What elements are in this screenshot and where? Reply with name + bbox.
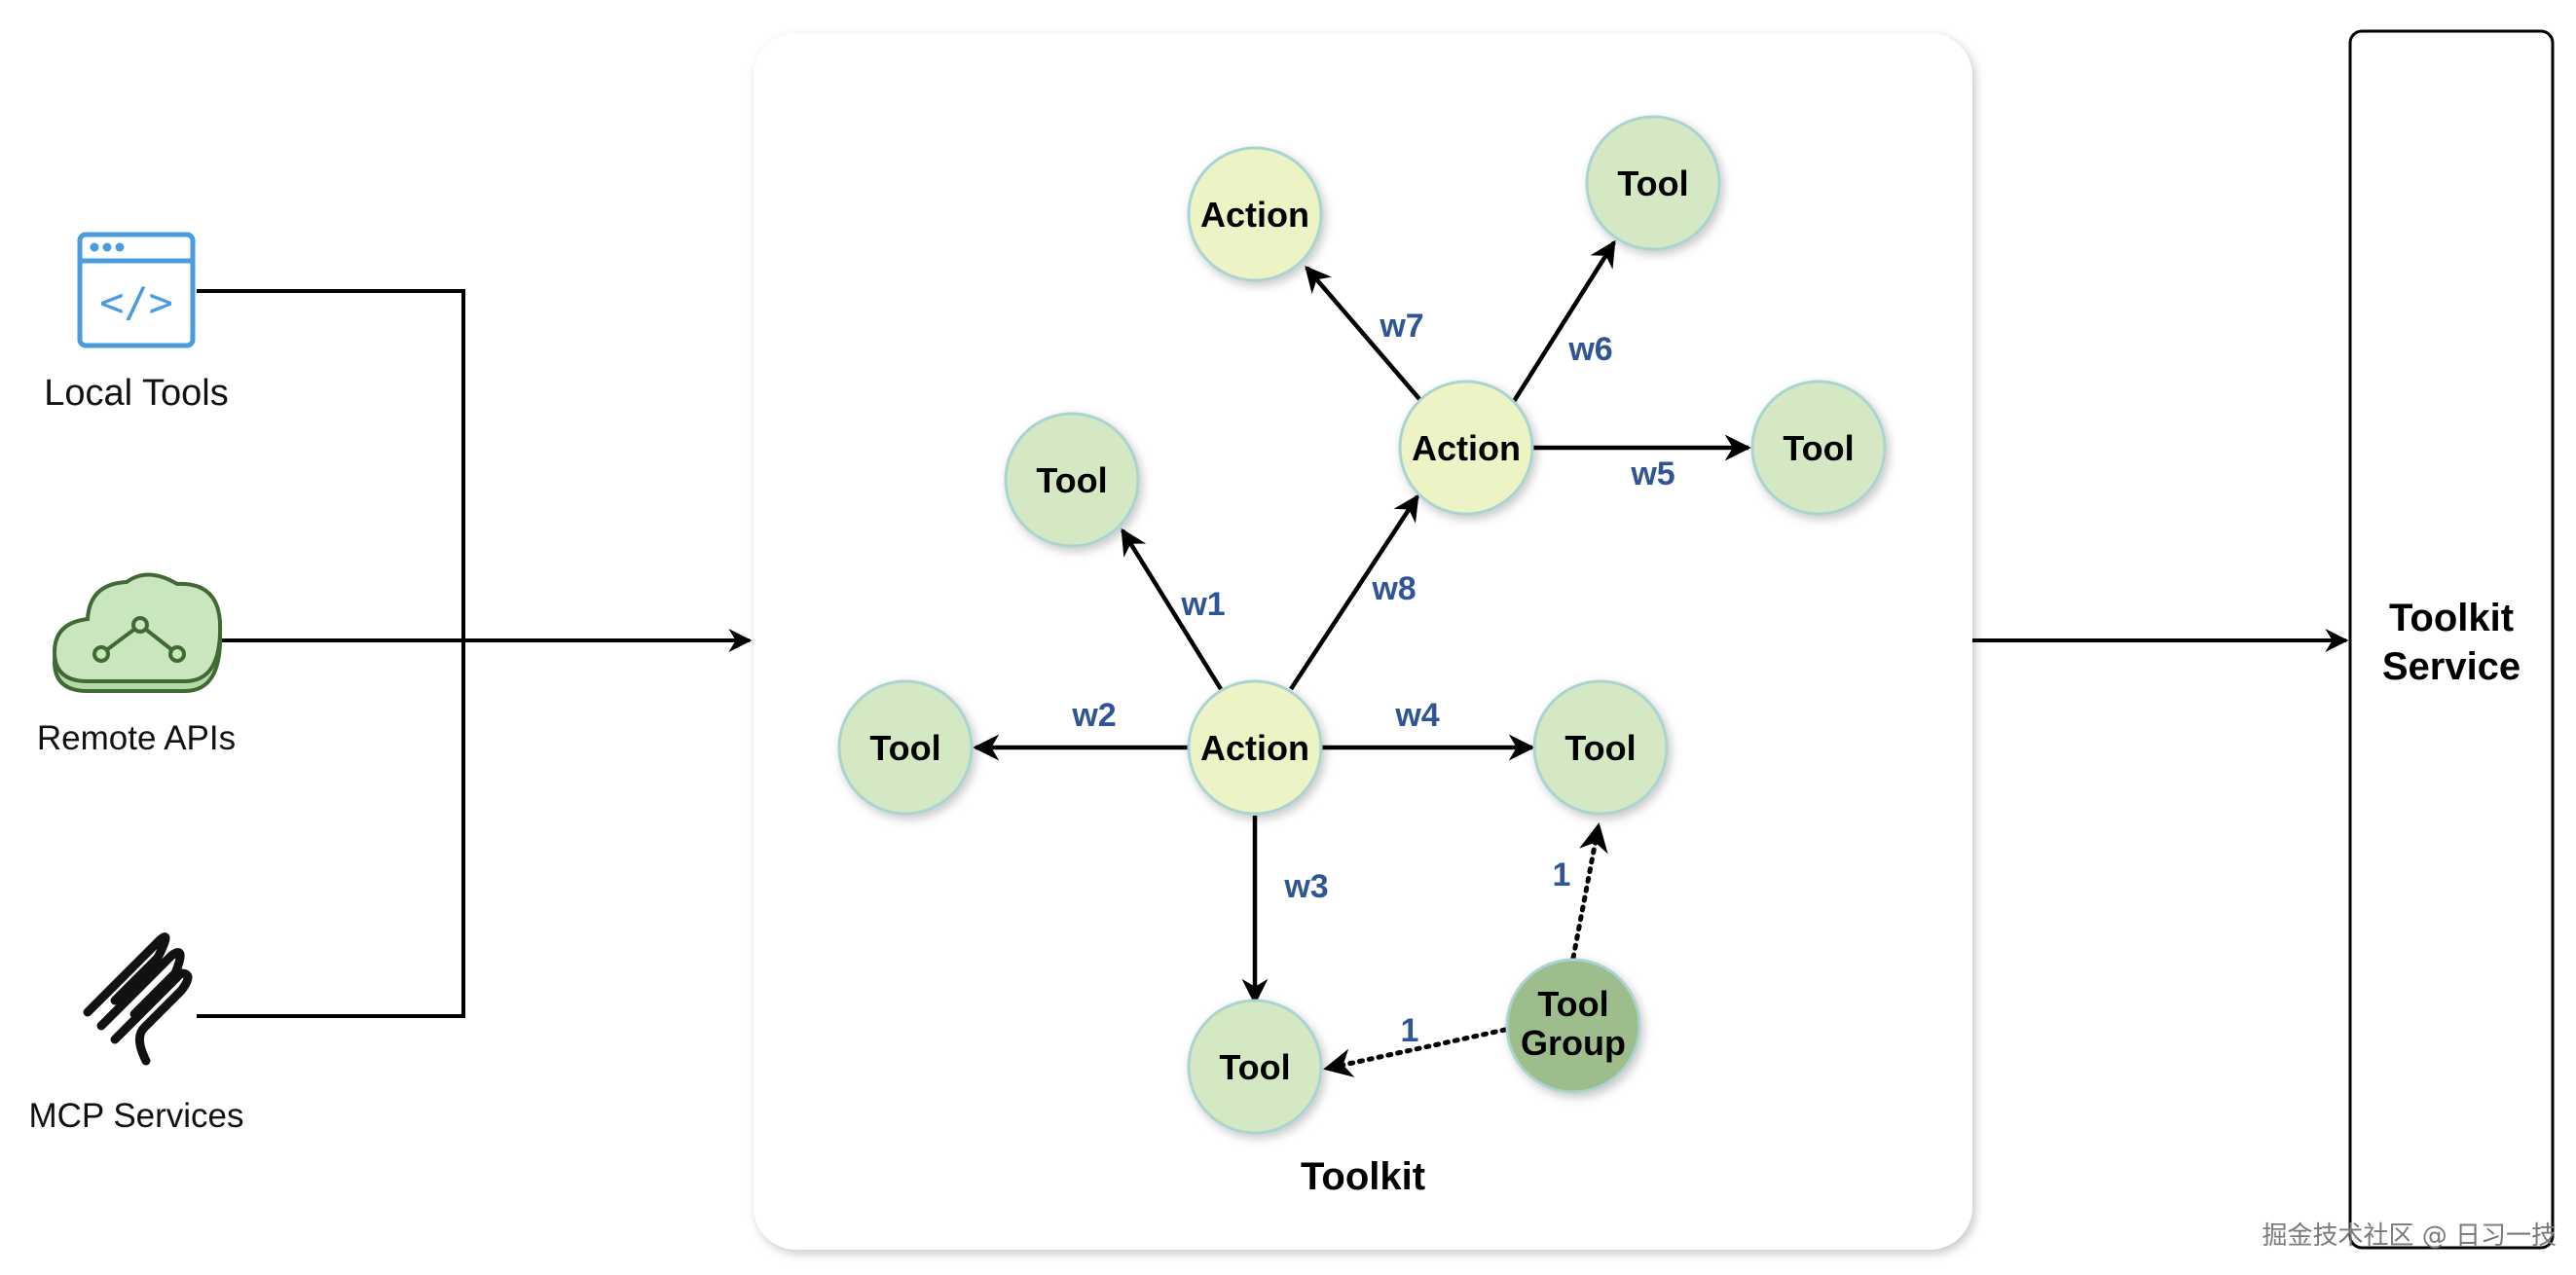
node-label-action-top: Action [1200, 195, 1309, 235]
edge-label-w6: w6 [1567, 331, 1612, 368]
node-tool-far-right [1750, 380, 1887, 516]
node-label-tool-left: Tool [869, 728, 940, 768]
node-label-tool-right: Tool [1564, 728, 1636, 768]
edge-label-w7: w7 [1379, 308, 1423, 345]
cloud-icon [52, 572, 223, 693]
node-label-tool-upper-left: Tool [1036, 460, 1107, 500]
code-window-icon: </> [77, 232, 196, 348]
source-label-remote-apis: Remote APIs [37, 719, 236, 757]
edge-w1 [1121, 528, 1223, 691]
node-label-tool-top-right: Tool [1617, 164, 1688, 203]
node-label-tool-far-right: Tool [1783, 428, 1854, 468]
edge-w8 [1289, 493, 1419, 691]
edge-label-group-bottom: 1 [1401, 1012, 1419, 1049]
node-tool-top-right [1585, 115, 1721, 251]
source-connectors [197, 289, 2349, 1018]
edge-group-to-tool-right [1570, 822, 1608, 961]
edge-labels: w1 w2 w3 w4 w5 w6 w7 w8 1 1 [1071, 308, 1674, 1049]
edge-label-w2: w2 [1071, 697, 1116, 734]
weighted-edges [973, 239, 1751, 1005]
source-label-local-tools: Local Tools [44, 373, 228, 414]
node-label-action-upper: Action [1412, 428, 1521, 468]
node-tool-left [837, 679, 974, 816]
edge-group-to-tool-bottom [1323, 1027, 1508, 1077]
watermark: 掘金技术社区 @ 日习一技 [2262, 1221, 2557, 1251]
node-action-center [1187, 679, 1323, 816]
node-action-upper [1398, 380, 1534, 516]
toolkit-container [754, 33, 1972, 1250]
toolkit-service-box [2348, 29, 2555, 1250]
mcp-icon [83, 932, 193, 1066]
group-edges [1323, 822, 1608, 1077]
node-tool-bottom [1187, 999, 1323, 1135]
node-tool-group [1505, 958, 1641, 1094]
svg-text:</>: </> [99, 278, 173, 326]
edge-label-w5: w5 [1630, 455, 1674, 492]
edge-label-group-right: 1 [1553, 856, 1571, 893]
edge-label-w4: w4 [1394, 697, 1439, 734]
edge-w7 [1305, 265, 1421, 401]
toolkit-title: Toolkit [1301, 1155, 1425, 1198]
node-action-top [1187, 146, 1323, 282]
node-label-action-center: Action [1200, 728, 1309, 768]
edge-label-w8: w8 [1371, 570, 1416, 607]
node-labels: Action Action Action Tool Tool Tool Tool… [869, 164, 1854, 1087]
graph-nodes [837, 115, 1887, 1135]
source-label-mcp-services: MCP Services [28, 1097, 243, 1135]
node-tool-right [1532, 679, 1669, 816]
edge-label-w3: w3 [1283, 868, 1328, 905]
node-label-tool-bottom: Tool [1219, 1047, 1290, 1087]
edge-label-w1: w1 [1180, 586, 1225, 623]
edge-w6 [1511, 239, 1616, 405]
node-tool-upper-left [1004, 412, 1140, 548]
